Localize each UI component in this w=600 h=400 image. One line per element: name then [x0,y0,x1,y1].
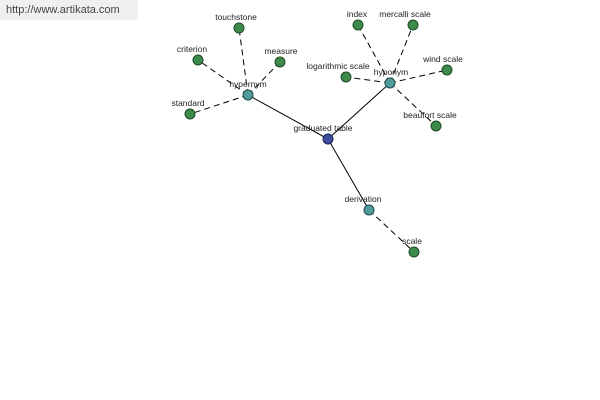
edge-hyponym-index [357,24,391,84]
node-touchstone[interactable] [233,22,245,34]
edge-hypernym-touchstone [238,27,249,96]
node-logarithmic-scale[interactable] [340,71,352,83]
edge-hyponym-logarithmic [345,76,391,84]
label-criterion[interactable]: criterion [177,44,208,54]
node-standard[interactable] [184,108,196,120]
url-banner: http://www.artikata.com [0,0,138,20]
node-beaufort-scale[interactable] [430,120,442,132]
node-mercalli-scale[interactable] [407,19,419,31]
graph-edges [189,24,448,253]
edge-hyponym-beaufort [389,82,437,127]
edge-hyponym-mercalli [389,24,414,84]
edge-center-hyponym [327,82,391,140]
label-beaufort-scale[interactable]: beaufort scale [403,110,457,120]
label-scale[interactable]: scale [402,236,422,246]
node-criterion[interactable] [192,54,204,66]
label-derivation[interactable]: derivation [345,194,382,204]
graph-nodes [184,19,453,258]
edge-hypernym-criterion [197,59,249,96]
node-hyponym[interactable] [384,77,396,89]
graph-labels: graduated table hypernym hyponym derivat… [171,9,463,246]
label-index[interactable]: index [347,9,368,19]
node-hypernym[interactable] [242,89,254,101]
label-mercalli-scale[interactable]: mercalli scale [379,9,431,19]
node-measure[interactable] [274,56,286,68]
edge-center-hypernym [247,94,329,140]
node-index[interactable] [352,19,364,31]
edge-hypernym-measure [247,61,281,96]
node-graduated-table[interactable] [322,133,334,145]
label-hypernym[interactable]: hypernym [229,79,266,89]
label-touchstone[interactable]: touchstone [215,12,257,22]
site-url[interactable]: http://www.artikata.com [6,4,120,16]
edge-hypernym-standard [189,94,249,115]
label-logarithmic-scale[interactable]: logarithmic scale [306,61,370,71]
edge-center-derivation [327,138,370,211]
edge-derivation-scale [368,209,415,253]
node-wind-scale[interactable] [441,64,453,76]
label-hyponym[interactable]: hyponym [374,67,409,77]
node-scale[interactable] [408,246,420,258]
node-derivation[interactable] [363,204,375,216]
label-standard[interactable]: standard [171,98,204,108]
label-measure[interactable]: measure [264,46,297,56]
label-graduated-table[interactable]: graduated table [293,123,352,133]
label-wind-scale[interactable]: wind scale [422,54,463,64]
